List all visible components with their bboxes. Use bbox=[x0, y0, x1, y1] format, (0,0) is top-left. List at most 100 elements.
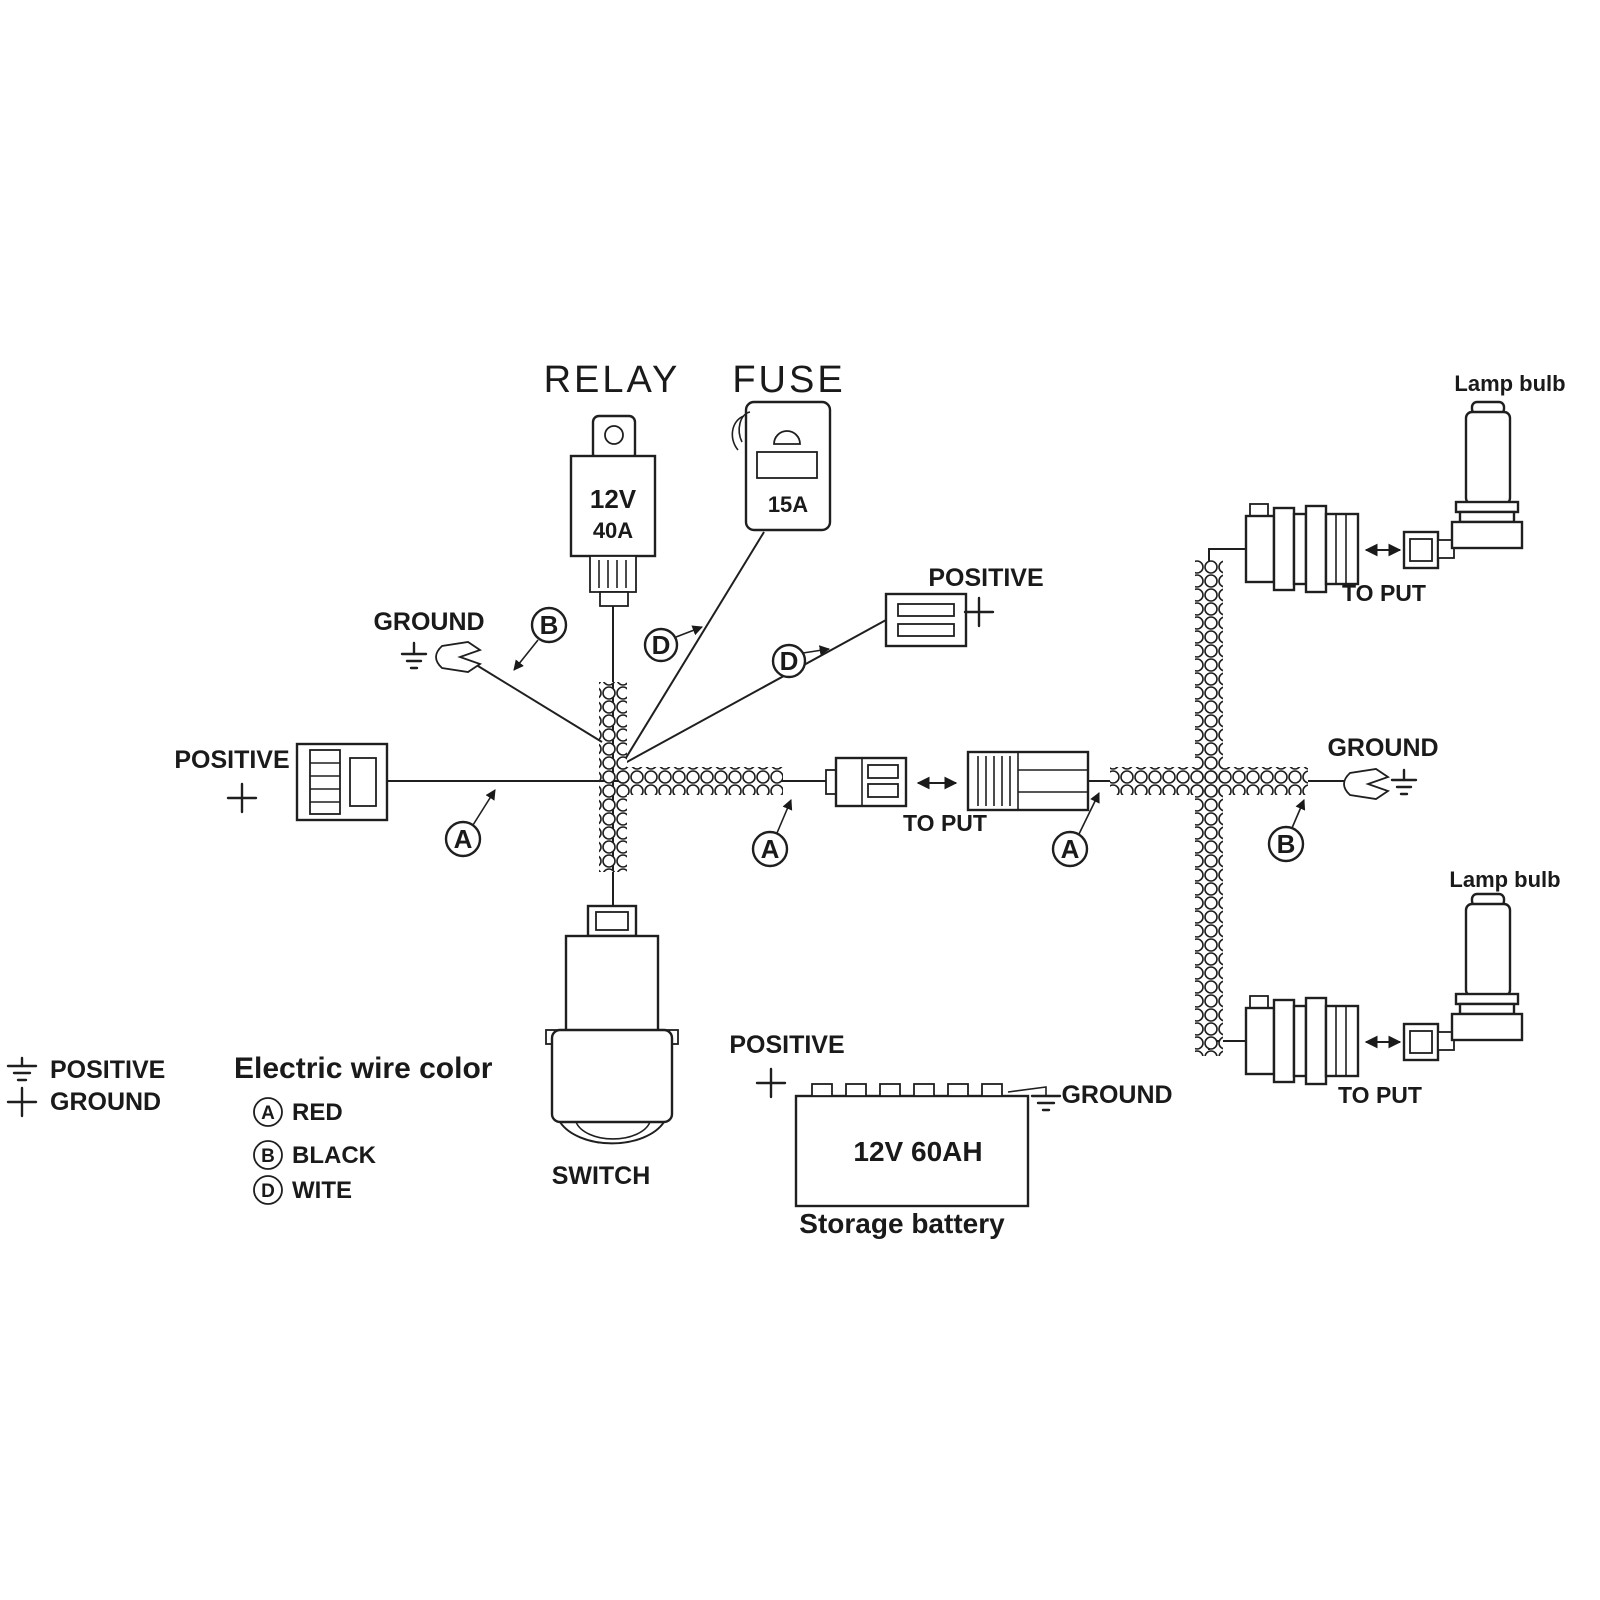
legend-code-circle bbox=[253, 1097, 283, 1127]
relay-rating-top: 12V bbox=[590, 484, 637, 514]
switch-label: SWITCH bbox=[552, 1162, 651, 1190]
wire-tag-d-positive: D bbox=[780, 646, 799, 676]
legend-ground-label: GROUND bbox=[50, 1088, 161, 1116]
lamp-top-socket-label: TO PUT bbox=[1342, 580, 1426, 606]
relay-stub bbox=[599, 591, 629, 607]
legend-code-b: B bbox=[261, 1146, 275, 1167]
positive-left-label: POSITIVE bbox=[174, 746, 289, 774]
wire-tag-a-mid: A bbox=[761, 834, 780, 864]
legend-label-wite: WITE bbox=[292, 1177, 352, 1204]
tag-leader bbox=[776, 799, 793, 834]
relay-tab-hole bbox=[604, 425, 624, 445]
battery-caption: Storage battery bbox=[799, 1208, 1005, 1239]
lamp-top-group: Lamp bulb TO PUT bbox=[1244, 371, 1566, 606]
wire-ground-diagonal bbox=[477, 665, 603, 743]
mid-plug-large bbox=[966, 750, 1090, 812]
switch-dome-inner bbox=[575, 1121, 651, 1140]
switch-neck bbox=[564, 934, 660, 1036]
battery-ground-label: GROUND bbox=[1061, 1081, 1172, 1109]
wire-tag-circle bbox=[751, 830, 789, 868]
battery-terminal bbox=[913, 1083, 935, 1097]
bulb-ring bbox=[1458, 510, 1516, 524]
plus-icon bbox=[755, 1067, 787, 1099]
tag-leader bbox=[1291, 799, 1306, 829]
battery-terminal bbox=[811, 1083, 833, 1097]
socket-barrel bbox=[1324, 512, 1360, 586]
socket-ring bbox=[1292, 512, 1308, 586]
plus-icon bbox=[6, 1086, 38, 1118]
relay-rating-bottom: 40A bbox=[593, 518, 633, 543]
bulb-ring bbox=[1458, 1002, 1516, 1016]
battery-body bbox=[794, 1094, 1030, 1208]
mid-plug-tab bbox=[825, 769, 837, 795]
legend-label-black: BLACK bbox=[292, 1142, 377, 1169]
bulb-base bbox=[1450, 520, 1524, 550]
tag-leader bbox=[472, 789, 496, 826]
switch-connector-slot bbox=[595, 911, 629, 931]
battery-terminal bbox=[879, 1083, 901, 1097]
legend-code-d: D bbox=[261, 1181, 275, 1202]
switch-group: SWITCH bbox=[545, 904, 679, 1190]
relay-socket bbox=[589, 555, 637, 593]
ground-symbol-icon bbox=[1390, 768, 1418, 796]
plus-icon bbox=[226, 782, 258, 814]
wire-tag-b-relay: B bbox=[540, 610, 559, 640]
wire-tag-circle bbox=[643, 627, 679, 663]
socket-ring bbox=[1304, 996, 1328, 1086]
pigtail-slot bbox=[1409, 538, 1433, 562]
socket-step bbox=[1249, 503, 1269, 517]
wire-tag-a-left: A bbox=[454, 824, 473, 854]
tag-leader bbox=[802, 645, 831, 656]
battery-positive-label: POSITIVE bbox=[729, 1031, 844, 1059]
mid-coupler-group: TO PUT bbox=[825, 750, 1090, 836]
lamp-socket bbox=[1244, 1006, 1276, 1076]
legend-group: POSITIVE GROUND Electric wire color A RE… bbox=[6, 1052, 493, 1205]
bulb-ring bbox=[1454, 992, 1520, 1006]
legend-code-a: A bbox=[261, 1103, 275, 1124]
wire-positive-diagonal bbox=[624, 619, 887, 764]
wire-fuse-diagonal bbox=[620, 531, 765, 767]
fuse-window bbox=[773, 430, 801, 445]
fork-terminal-icon bbox=[435, 641, 483, 673]
battery-group: POSITIVE 12V 60AH GROUND Storage battery bbox=[729, 1031, 1172, 1239]
relay-title: RELAY bbox=[544, 359, 681, 401]
wire-tag-circle bbox=[1267, 825, 1305, 863]
switch-dome bbox=[559, 1121, 665, 1145]
battery-ground-wire bbox=[1007, 1086, 1047, 1096]
connector-latch bbox=[349, 757, 377, 807]
socket-barrel bbox=[1324, 1004, 1360, 1078]
bulb-base bbox=[1450, 1012, 1524, 1042]
lamp-top-bulb-label: Lamp bulb bbox=[1454, 371, 1565, 396]
fork-terminal-icon bbox=[1343, 768, 1391, 800]
plus-icon bbox=[963, 596, 995, 628]
legend-code-circle bbox=[253, 1175, 283, 1205]
ground-top-left-label: GROUND bbox=[373, 608, 484, 636]
lamp-bottom-group: Lamp bulb TO PUT bbox=[1244, 867, 1561, 1108]
positive-top-label: POSITIVE bbox=[928, 564, 1043, 592]
wire-tag-circle bbox=[1051, 830, 1089, 868]
wire-tags-group: B D D A A A B bbox=[444, 606, 1306, 868]
tag-leader bbox=[1078, 792, 1100, 835]
positive-top-slot bbox=[897, 623, 955, 637]
ground-symbol-icon bbox=[6, 1056, 38, 1082]
wire-tag-circle bbox=[771, 643, 807, 679]
ground-symbol-icon bbox=[1030, 1094, 1062, 1112]
socket-ring bbox=[1272, 998, 1296, 1084]
lamp-bottom-socket-label: TO PUT bbox=[1338, 1082, 1422, 1108]
battery-rating: 12V 60AH bbox=[853, 1136, 982, 1167]
switch-body bbox=[550, 1028, 674, 1124]
loom-center-horizontal bbox=[618, 767, 783, 795]
fuse-group: FUSE 15A bbox=[731, 359, 845, 532]
fuse-rating: 15A bbox=[768, 492, 808, 517]
lamp-socket bbox=[1244, 514, 1276, 584]
fuse-element bbox=[756, 451, 818, 479]
positive-top-slot bbox=[897, 603, 955, 617]
ground-top-left-group: GROUND bbox=[373, 608, 485, 673]
socket-ring bbox=[1292, 1004, 1308, 1078]
fuse-clip-icon bbox=[731, 415, 745, 451]
bulb-glass bbox=[1464, 410, 1512, 506]
fuse-title: FUSE bbox=[732, 359, 845, 401]
loom-right-vertical bbox=[1195, 560, 1223, 1056]
mid-plug-slot bbox=[867, 764, 899, 779]
